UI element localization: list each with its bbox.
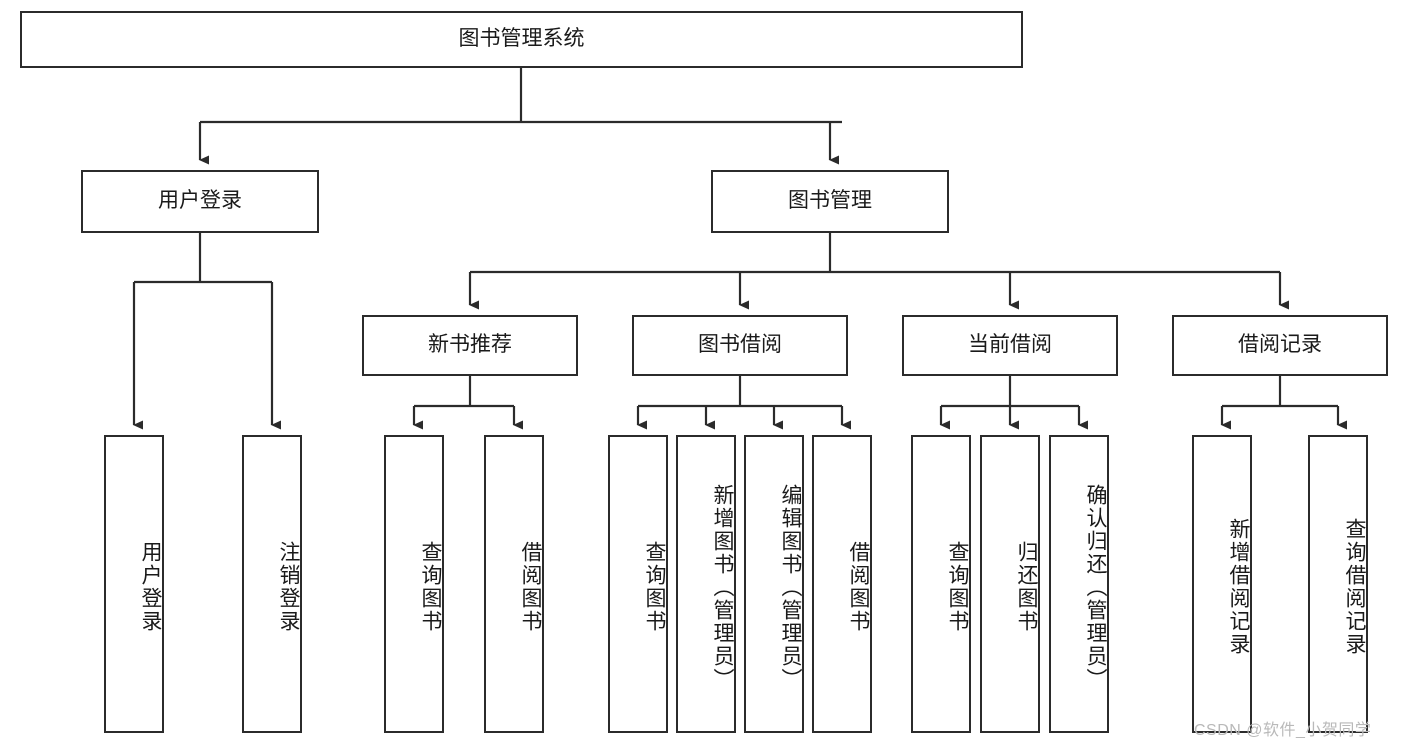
leaf-user-logout-label: 注销登录: [277, 541, 300, 633]
node-book-borrow[interactable]: 图书借阅: [632, 315, 848, 376]
leaf-add-record[interactable]: 新增借阅记录: [1192, 435, 1252, 733]
leaf-confirm-return[interactable]: 确认归还（管理员）: [1049, 435, 1109, 733]
leaf-borrow-book-1[interactable]: 借阅图书: [484, 435, 544, 733]
leaf-query-book-1-label: 查询图书: [419, 541, 442, 633]
leaf-return-book[interactable]: 归还图书: [980, 435, 1040, 733]
node-current-borrow-label: 当前借阅: [968, 333, 1052, 357]
leaf-borrow-book-2-label: 借阅图书: [847, 541, 870, 633]
leaf-confirm-return-label: 确认归还（管理员）: [1084, 483, 1107, 691]
leaf-user-login-label: 用户登录: [139, 541, 162, 633]
node-borrow-record-label: 借阅记录: [1238, 333, 1322, 357]
leaf-add-book-label: 新增图书（管理员）: [711, 483, 734, 691]
node-root[interactable]: 图书管理系统: [20, 11, 1023, 68]
leaf-query-book-1[interactable]: 查询图书: [384, 435, 444, 733]
leaf-edit-book-label: 编辑图书（管理员）: [779, 483, 802, 691]
leaf-return-book-label: 归还图书: [1015, 541, 1038, 633]
leaf-borrow-book-1-label: 借阅图书: [519, 541, 542, 633]
node-current-borrow[interactable]: 当前借阅: [902, 315, 1118, 376]
leaf-borrow-book-2[interactable]: 借阅图书: [812, 435, 872, 733]
node-book-borrow-label: 图书借阅: [698, 333, 782, 357]
leaf-edit-book[interactable]: 编辑图书（管理员）: [744, 435, 804, 733]
leaf-user-logout[interactable]: 注销登录: [242, 435, 302, 733]
leaf-user-login[interactable]: 用户登录: [104, 435, 164, 733]
node-book-manage[interactable]: 图书管理: [711, 170, 949, 233]
leaf-add-book[interactable]: 新增图书（管理员）: [676, 435, 736, 733]
node-user-login-label: 用户登录: [158, 189, 242, 213]
leaf-query-book-3[interactable]: 查询图书: [911, 435, 971, 733]
leaf-query-record-label: 查询借阅记录: [1343, 518, 1366, 656]
node-new-book-recommend-label: 新书推荐: [428, 333, 512, 357]
leaf-query-book-2[interactable]: 查询图书: [608, 435, 668, 733]
node-book-manage-label: 图书管理: [788, 189, 872, 213]
node-root-label: 图书管理系统: [458, 27, 585, 51]
leaf-add-record-label: 新增借阅记录: [1227, 518, 1250, 656]
node-new-book-recommend[interactable]: 新书推荐: [362, 315, 578, 376]
leaf-query-book-2-label: 查询图书: [643, 541, 666, 633]
leaf-query-record[interactable]: 查询借阅记录: [1308, 435, 1368, 733]
leaf-query-book-3-label: 查询图书: [946, 541, 969, 633]
node-borrow-record[interactable]: 借阅记录: [1172, 315, 1388, 376]
node-user-login[interactable]: 用户登录: [81, 170, 319, 233]
